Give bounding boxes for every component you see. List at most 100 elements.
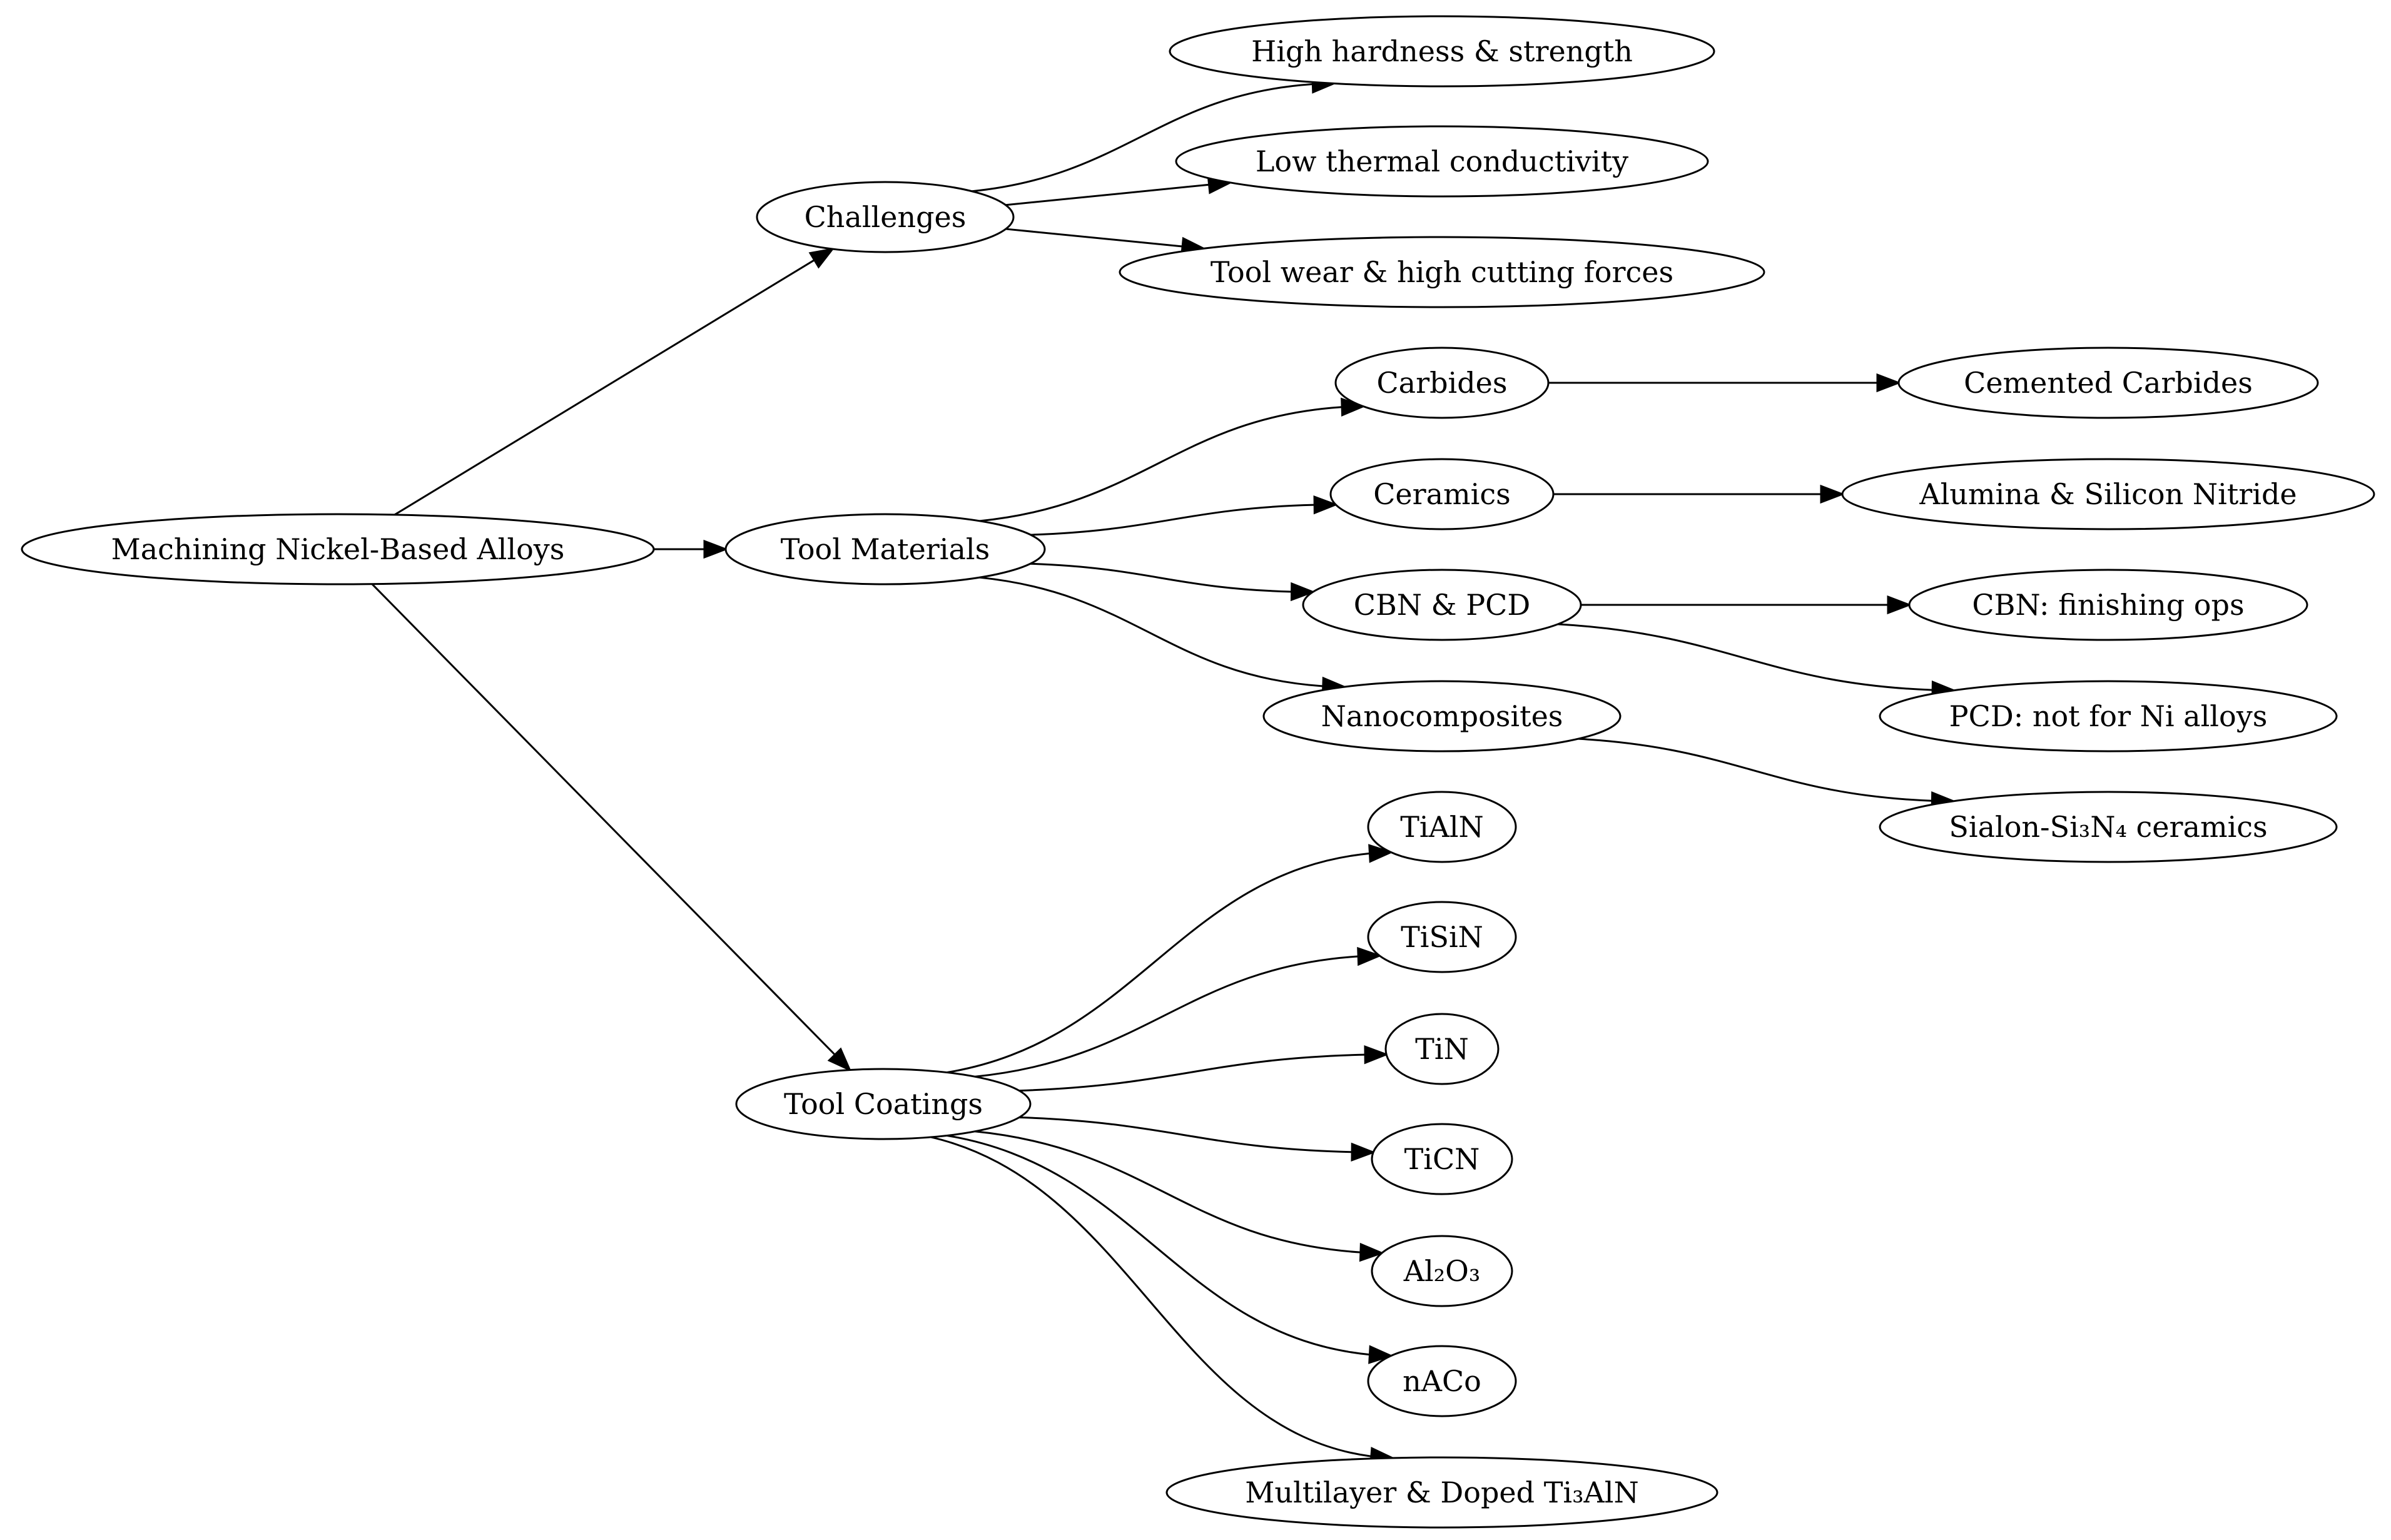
arrowhead — [1364, 1045, 1389, 1065]
node-tool-wear: Tool wear & high cutting forces — [1119, 236, 1765, 308]
edge-tool-coatings-to-tisin — [975, 946, 1383, 1078]
edge-ceramics-to-alumina-sin — [1553, 484, 1845, 504]
arrowhead — [703, 539, 729, 559]
node-root: Machining Nickel-Based Alloys — [21, 513, 655, 585]
edge-tool-coatings-to-ticn — [1019, 1116, 1376, 1162]
arrowhead — [1351, 1142, 1376, 1162]
node-ellipse — [21, 513, 655, 585]
node-ellipse — [1302, 569, 1582, 641]
edge-line — [975, 1130, 1361, 1254]
nodes-layer: Machining Nickel-Based Alloys ChallengesT… — [21, 15, 2375, 1529]
edge-line — [930, 1136, 1372, 1457]
node-high-hardness: High hardness & strength — [1169, 15, 1715, 88]
node-challenges: Challenges — [756, 181, 1015, 253]
node-ellipse — [1908, 569, 2308, 641]
node-label: Ceramics — [1373, 477, 1511, 511]
node-tool-coatings: Tool Coatings — [735, 1068, 1032, 1140]
edge-line — [1557, 623, 1933, 691]
edge-cbn-pcd-to-cbn-finishing — [1581, 595, 1912, 615]
node-label: Nanocomposites — [1321, 699, 1563, 733]
node-label: Tool Materials — [781, 532, 990, 566]
edge-challenges-to-tool-wear — [1005, 228, 1207, 256]
node-tisin: TiSiN — [1367, 901, 1517, 973]
node-ellipse — [1879, 791, 2338, 863]
node-cbn-finishing: CBN: finishing ops — [1908, 569, 2308, 641]
arrowhead — [1357, 946, 1383, 966]
node-ellipse — [1371, 1123, 1513, 1195]
node-ellipse — [1371, 1235, 1513, 1307]
node-label: High hardness & strength — [1251, 34, 1633, 68]
edge-tool-coatings-to-tialn — [947, 844, 1394, 1073]
edge-cbn-pcd-to-pcd-not-ni — [1557, 623, 1957, 700]
edges-layer — [371, 74, 1957, 1466]
edge-line — [972, 83, 1313, 193]
node-ellipse — [1119, 236, 1765, 308]
node-ellipse — [1262, 680, 1622, 752]
edge-tool-coatings-to-multilayer — [930, 1136, 1395, 1466]
node-tool-materials: Tool Materials — [724, 513, 1046, 585]
node-naco: nACo — [1367, 1345, 1517, 1417]
node-ellipse — [1175, 125, 1709, 198]
node-tin: TiN — [1384, 1013, 1500, 1085]
node-label: PCD: not for Ni alloys — [1949, 699, 2268, 733]
node-ellipse — [1897, 347, 2319, 419]
arrowhead — [1820, 484, 1845, 504]
edge-line — [393, 259, 815, 516]
node-label: Cemented Carbides — [1964, 366, 2253, 400]
edge-challenges-to-low-thermal — [1005, 175, 1233, 206]
edge-line — [1030, 504, 1315, 536]
node-carbides: Carbides — [1334, 347, 1550, 419]
edge-line — [1578, 737, 1932, 802]
node-label: Low thermal conductivity — [1256, 144, 1628, 178]
node-ellipse — [1367, 901, 1517, 973]
arrowhead — [1876, 373, 1902, 393]
edge-tool-materials-to-cbn-pcd — [1030, 562, 1316, 602]
node-ellipse — [756, 181, 1015, 253]
node-label: TiSiN — [1401, 920, 1483, 954]
edge-tool-coatings-to-naco — [947, 1135, 1394, 1364]
node-label: TiN — [1415, 1032, 1469, 1066]
node-label: Tool Coatings — [784, 1087, 983, 1121]
arrowhead — [1887, 595, 1912, 615]
edge-tool-coatings-to-al2o3 — [975, 1130, 1385, 1262]
edge-tool-materials-to-ceramics — [1030, 495, 1339, 536]
arrowhead — [1290, 582, 1316, 602]
node-label: Alumina & Silicon Nitride — [1919, 477, 2297, 511]
arrowhead — [1368, 844, 1394, 863]
edge-line — [1005, 183, 1209, 206]
node-multilayer: Multilayer & Doped Ti₃AlN — [1165, 1456, 1718, 1529]
node-label: CBN: finishing ops — [1972, 588, 2244, 622]
node-label: nACo — [1403, 1364, 1481, 1398]
node-tialn: TiAlN — [1367, 791, 1517, 863]
node-nanocomposites: Nanocomposites — [1262, 680, 1622, 752]
node-cbn-pcd: CBN & PCD — [1302, 569, 1582, 641]
node-ellipse — [1384, 1013, 1500, 1085]
edge-tool-coatings-to-tin — [1019, 1045, 1389, 1092]
edge-line — [371, 583, 836, 1056]
arrowhead — [827, 1047, 852, 1072]
node-label: TiCN — [1404, 1142, 1480, 1176]
edge-line — [979, 576, 1323, 687]
node-label: Carbides — [1376, 366, 1507, 400]
node-label: Al₂O₃ — [1403, 1254, 1481, 1288]
arrowhead — [808, 247, 835, 269]
edge-line — [1030, 562, 1292, 593]
node-sialon: Sialon-Si₃N₄ ceramics — [1879, 791, 2338, 863]
edge-line — [979, 406, 1343, 522]
node-label: CBN & PCD — [1354, 588, 1530, 622]
node-ellipse — [1879, 680, 2338, 752]
edge-line — [1019, 1116, 1353, 1153]
node-al2o3: Al₂O₃ — [1371, 1235, 1513, 1307]
node-ellipse — [1367, 791, 1517, 863]
node-label: Sialon-Si₃N₄ ceramics — [1949, 810, 2267, 844]
node-label: Machining Nickel-Based Alloys — [111, 532, 565, 566]
edge-tool-materials-to-nanocomposites — [979, 576, 1348, 696]
node-label: Challenges — [805, 200, 967, 234]
edge-nanocomposites-to-sialon — [1578, 737, 1956, 811]
node-ellipse — [1841, 458, 2375, 530]
edge-root-to-challenges — [393, 247, 835, 516]
node-label: TiAlN — [1400, 810, 1484, 844]
node-label: Multilayer & Doped Ti₃AlN — [1245, 1476, 1639, 1509]
edge-root-to-tool-coatings — [371, 583, 852, 1072]
